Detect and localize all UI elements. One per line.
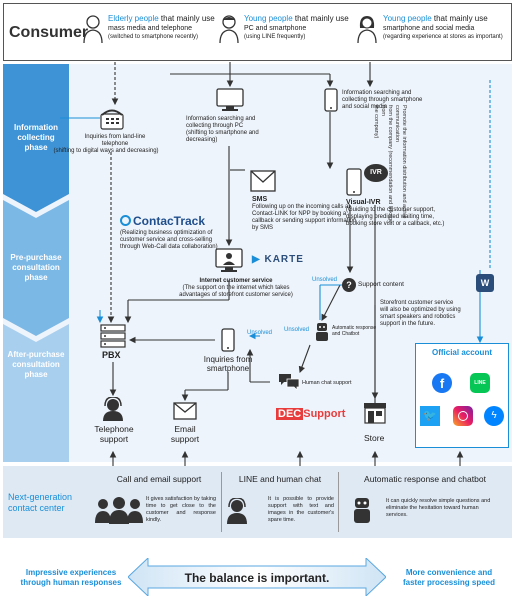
telephone-support-label: Telephone support	[94, 424, 134, 444]
support-content-label: Support content	[358, 281, 404, 288]
bottom-right-text: More convenience and faster processing s…	[402, 568, 496, 587]
sms-envelope-icon	[250, 170, 276, 192]
next-gen-panel	[3, 466, 512, 538]
sms-text: SMS Following up on the incoming calls a…	[252, 196, 357, 231]
ng-col-3-desc: It can quickly resolve simple questions …	[386, 498, 491, 518]
persona-2: Young people that mainly use PC and smar…	[244, 14, 349, 40]
ng-col-2-desc: It is possible to provide support with t…	[268, 496, 334, 523]
consumer-title: Consumer	[9, 24, 89, 41]
internet-cs-text: Internet customer service (The support o…	[179, 278, 293, 298]
phase-after: After-purchase consultation phase	[7, 350, 65, 379]
w-app-badge-icon: W	[476, 274, 494, 292]
official-account-box	[415, 343, 509, 448]
phase-arrows	[3, 64, 69, 462]
young-woman-icon	[357, 16, 377, 44]
sp-info-text: Information searching and collecting thr…	[342, 90, 423, 110]
email-envelope-icon	[173, 402, 197, 420]
vivr-text: Visual-IVR (Guiding to the customer supp…	[346, 199, 445, 227]
persona-3: Young people that mainly use smartphone …	[383, 14, 503, 40]
pc-monitor-icon	[216, 88, 244, 111]
email-support-label: Email support	[170, 424, 200, 444]
pc-info-text: Information searching and collecting thr…	[186, 116, 259, 143]
auto-unsolved-label: Unsolved	[284, 327, 310, 333]
inquiry-smartphone-icon	[221, 328, 235, 352]
facebook-icon: f	[432, 373, 452, 393]
young-person-icon	[219, 15, 239, 44]
divider-2	[338, 472, 339, 532]
human-unsolved-label: Unsolved	[247, 330, 273, 336]
ng-col-1-desc: It gives satisfaction by taking time to …	[146, 496, 217, 523]
line-icon: LINE	[470, 373, 490, 393]
ng-col-2-title: LINE and human chat	[238, 474, 322, 484]
smartphone-icon	[324, 88, 338, 112]
contactrack-logo: ContacTrack	[120, 214, 205, 228]
auto-resp-text: Automatic response and Chatbot	[332, 325, 377, 337]
chat-bubbles-icon	[279, 374, 300, 390]
messenger-icon: ϟ	[484, 406, 504, 426]
divider-1	[221, 472, 222, 532]
ng-col-3-title: Automatic response and chatbot	[364, 474, 486, 484]
support-unsolved-label: Unsolved	[312, 277, 338, 283]
internet-monitor-icon	[215, 248, 243, 272]
elderly-person-icon	[83, 15, 103, 44]
store-label: Store	[364, 433, 385, 443]
phase-info: Information collecting phase	[14, 123, 58, 152]
landline-phone-icon	[100, 109, 124, 130]
ivr-badge: IVR	[364, 164, 388, 182]
ivr-smartphone-icon	[346, 168, 362, 196]
store-cs-text: Storefront customer service will also be…	[380, 300, 461, 327]
pbx-label: PBX	[102, 350, 121, 360]
official-account-title: Official account	[431, 348, 492, 357]
karte-logo: ▶ KARTE	[252, 254, 304, 265]
landline-text: Inquiries from land-line telephone (shif…	[53, 134, 159, 154]
bottom-left-text: Impressive experiences through human res…	[20, 568, 122, 587]
ng-col-1-title: Call and email support	[116, 474, 202, 484]
instagram-icon	[453, 406, 473, 426]
chatbot-robot-icon	[354, 498, 370, 523]
balance-text: The balance is important.	[184, 571, 330, 585]
balance-arrow	[128, 558, 386, 596]
human-chat-label: Human chat support	[302, 380, 352, 386]
twitter-icon: 🐦	[420, 406, 440, 426]
operator-headset-icon	[227, 498, 247, 524]
store-icon	[364, 403, 386, 424]
persona-1: Elderly people that mainly use mass medi…	[108, 14, 215, 40]
phase-pre: Pre-purchase consultation phase	[10, 253, 62, 282]
operators-group-icon	[95, 497, 143, 524]
question-icon: ?	[342, 278, 356, 292]
next-gen-label: Next-generation contact center	[8, 492, 73, 513]
pbx-server-icon	[100, 324, 126, 348]
contactrack-text: (Realizing business optimization of cust…	[120, 230, 218, 250]
smartphone-inquiry-text: Inquiries from smartphone	[203, 355, 253, 373]
operator-icon	[103, 397, 123, 421]
robot-icon	[316, 323, 328, 341]
